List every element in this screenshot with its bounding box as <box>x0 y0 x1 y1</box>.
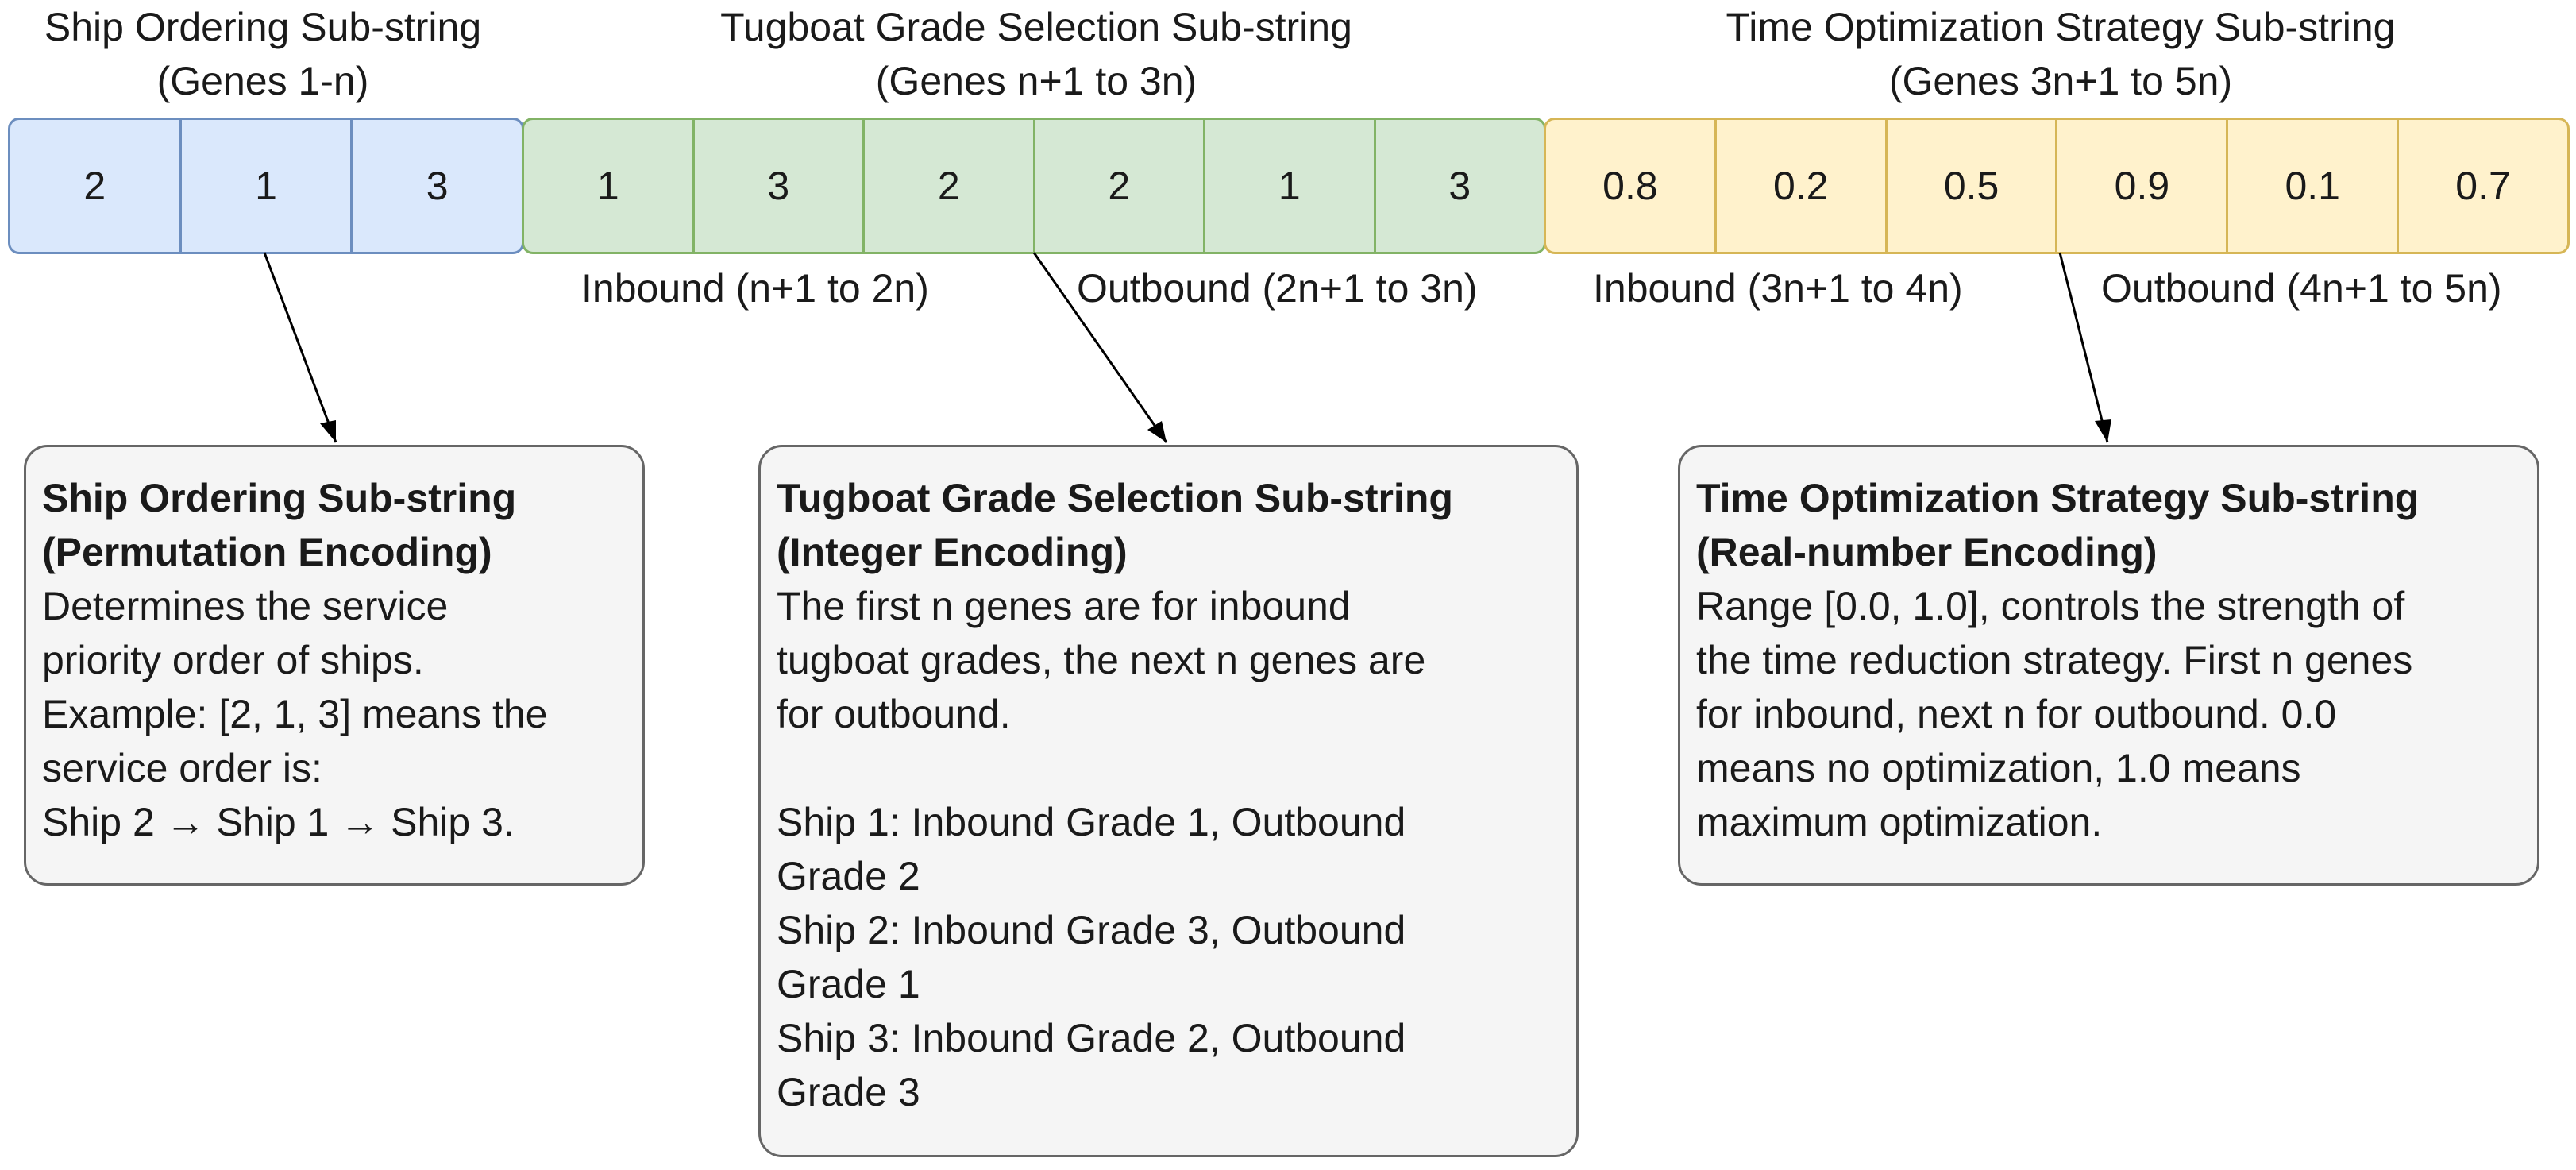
gene-cell: 1 <box>179 120 351 252</box>
time-optimization-description-box: Time Optimization Strategy Sub-string (R… <box>1678 445 2539 886</box>
gene-cell: 0.7 <box>2397 120 2567 252</box>
tugboat-grade-genes: 1 3 2 2 1 3 <box>522 118 1546 254</box>
header-genes: (Genes n+1 to 3n) <box>875 59 1197 103</box>
box-text-line: Determines the service <box>42 584 449 628</box>
gene-cell: 2 <box>862 120 1033 252</box>
box-text-line: means no optimization, 1.0 means <box>1696 746 2301 790</box>
box-text-line: the time reduction strategy. First n gen… <box>1696 638 2413 682</box>
gene-cell: 2 <box>83 164 106 208</box>
box-text-line: Grade 2 <box>777 854 920 898</box>
ship-ordering-header: Ship Ordering Sub-string (Genes 1-n) <box>0 0 526 108</box>
tugboat-grade-description-box: Tugboat Grade Selection Sub-string (Inte… <box>758 445 1579 1157</box>
box-text-line: Ship 1: Inbound Grade 1, Outbound <box>777 800 1406 844</box>
ship-ordering-genes: 2 1 3 <box>8 118 524 254</box>
header-title: Tugboat Grade Selection Sub-string <box>720 5 1352 49</box>
box-text-line: Ship 2 → Ship 1 → Ship 3. <box>42 800 515 844</box>
box-title: Ship Ordering Sub-string (Permutation En… <box>42 471 627 579</box>
box-text-line <box>777 741 1560 795</box>
gene-cell: 1 <box>596 164 619 208</box>
box-text-line: for inbound, next n for outbound. 0.0 <box>1696 692 2337 736</box>
time-optimization-header: Time Optimization Strategy Sub-string (G… <box>1548 0 2573 108</box>
box-text-line: The first n genes are for inbound <box>777 584 1351 628</box>
box-text-line: maximum optimization. <box>1696 800 2103 844</box>
arrow-time <box>2058 252 2109 443</box>
box-text-line: Example: [2, 1, 3] means the <box>42 692 548 736</box>
arrowhead-order-icon <box>320 420 336 442</box>
gene-cell: 0.9 <box>2055 120 2226 252</box>
gene-cell: 3 <box>350 120 522 252</box>
tugboat-grade-header: Tugboat Grade Selection Sub-string (Gene… <box>520 0 1552 108</box>
header-title: Ship Ordering Sub-string <box>44 5 482 49</box>
box-text-line: Grade 3 <box>777 1070 920 1114</box>
box-title-line: Ship Ordering Sub-string <box>42 476 517 520</box>
box-text-line: priority order of ships. <box>42 638 424 682</box>
gene-cell: 0.1 <box>2226 120 2397 252</box>
gene-cell: 1 <box>1203 120 1374 252</box>
tug-inbound-label: Inbound (n+1 to 2n) <box>581 266 929 311</box>
gene-cell: 0.8 <box>1602 164 1658 208</box>
box-title: Tugboat Grade Selection Sub-string (Inte… <box>777 471 1560 579</box>
arrow-order <box>263 252 337 443</box>
gene-cell: 3 <box>1373 120 1544 252</box>
arrowhead-time-icon <box>2095 419 2111 442</box>
ship-ordering-description-box: Ship Ordering Sub-string (Permutation En… <box>24 445 645 886</box>
box-title-line: Tugboat Grade Selection Sub-string <box>777 476 1453 520</box>
tug-outbound-label: Outbound (2n+1 to 3n) <box>1077 266 1478 311</box>
header-genes: (Genes 1-n) <box>156 59 369 103</box>
box-text-line: for outbound. <box>777 692 1011 736</box>
box-text-line: Range [0.0, 1.0], controls the strength … <box>1696 584 2405 628</box>
box-text-line: Ship 2: Inbound Grade 3, Outbound <box>777 908 1406 952</box>
header-genes: (Genes 3n+1 to 5n) <box>1888 59 2233 103</box>
box-text-line: tugboat grades, the next n genes are <box>777 638 1426 682</box>
box-text-line: Ship 3: Inbound Grade 2, Outbound <box>777 1016 1406 1060</box>
gene-cell: 0.2 <box>1714 120 1885 252</box>
time-optimization-genes: 0.8 0.2 0.5 0.9 0.1 0.7 <box>1544 118 2570 254</box>
box-text-line: Grade 1 <box>777 962 920 1006</box>
arrowhead-tug-icon <box>1147 421 1167 442</box>
header-title: Time Optimization Strategy Sub-string <box>1726 5 2396 49</box>
box-title-line: (Permutation Encoding) <box>42 530 492 574</box>
time-outbound-label: Outbound (4n+1 to 5n) <box>2101 266 2502 311</box>
box-text-line: service order is: <box>42 746 322 790</box>
box-title: Time Optimization Strategy Sub-string (R… <box>1696 471 2521 579</box>
box-title-line: (Integer Encoding) <box>777 530 1128 574</box>
gene-cell: 2 <box>1032 120 1204 252</box>
box-title-line: Time Optimization Strategy Sub-string <box>1696 476 2420 520</box>
box-title-line: (Real-number Encoding) <box>1696 530 2158 574</box>
gene-cell: 0.5 <box>1884 120 2056 252</box>
gene-cell: 3 <box>692 120 863 252</box>
time-inbound-label: Inbound (3n+1 to 4n) <box>1593 266 1963 311</box>
